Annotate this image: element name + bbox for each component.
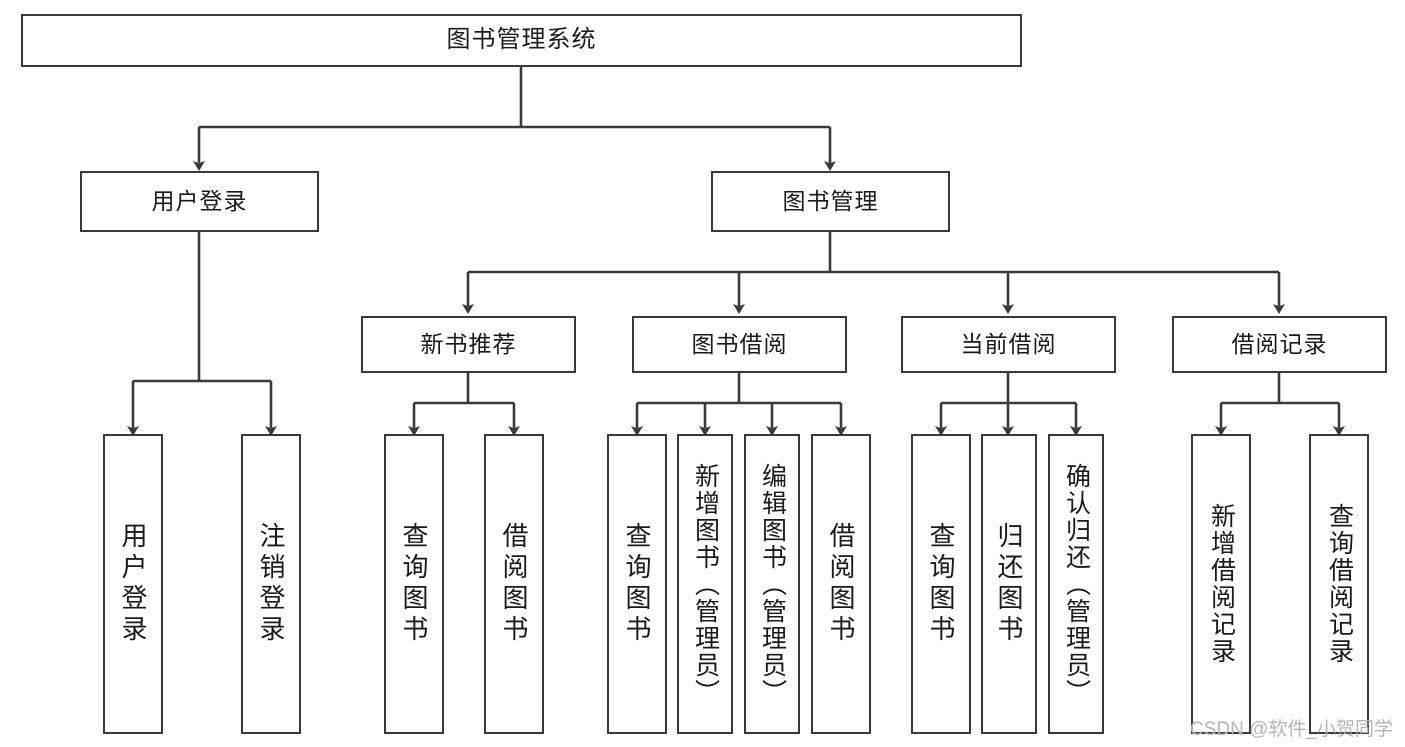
node-leaf-confirm-return-admin[interactable]: 确认归还（管理员） [1048,434,1104,734]
node-label: 编辑图书（管理员） [758,462,787,706]
node-leaf-return-book[interactable]: 归还图书 [981,434,1037,734]
node-borrowing-record[interactable]: 借阅记录 [1172,316,1387,373]
node-root-book-management-system[interactable]: 图书管理系统 [21,14,1022,67]
node-label: 借阅图书 [499,522,529,646]
node-user-login[interactable]: 用户登录 [80,171,319,232]
node-new-book-recommendation[interactable]: 新书推荐 [361,316,576,373]
csdn-watermark: CSDN @软件_小贺同学 [1190,719,1393,740]
node-leaf-query-book-rec[interactable]: 查询图书 [384,434,444,734]
node-leaf-borrow-book-rec[interactable]: 借阅图书 [484,434,544,734]
node-book-borrowing[interactable]: 图书借阅 [632,316,847,373]
node-label: 确认归还（管理员） [1062,462,1091,706]
node-leaf-add-book-admin[interactable]: 新增图书（管理员） [677,434,733,734]
node-label: 新增借阅记录 [1207,503,1236,665]
node-label: 查询图书 [399,522,429,646]
node-label: 查询图书 [622,522,652,646]
node-label: 新书推荐 [420,330,517,357]
node-leaf-add-borrow-record[interactable]: 新增借阅记录 [1191,434,1251,734]
node-label: 注销登录 [256,522,286,646]
node-label: 图书管理系统 [446,26,597,54]
node-label: 借阅记录 [1231,330,1328,357]
node-book-management[interactable]: 图书管理 [711,171,950,232]
node-label: 图书管理 [782,187,879,214]
node-leaf-edit-book-admin[interactable]: 编辑图书（管理员） [744,434,800,734]
node-label: 新增图书（管理员） [691,462,720,706]
node-leaf-user-login[interactable]: 用户登录 [103,434,163,734]
node-current-borrowing[interactable]: 当前借阅 [901,316,1116,373]
node-label: 查询借阅记录 [1325,503,1354,665]
node-leaf-logout[interactable]: 注销登录 [241,434,301,734]
node-label: 查询图书 [926,522,956,646]
node-label: 借阅图书 [826,522,856,646]
node-leaf-query-book-current[interactable]: 查询图书 [911,434,971,734]
node-label: 图书借阅 [691,330,788,357]
node-leaf-query-borrow-record[interactable]: 查询借阅记录 [1309,434,1369,734]
node-label: 用户登录 [118,522,148,646]
node-label: 归还图书 [994,522,1024,646]
node-leaf-query-book-borrow[interactable]: 查询图书 [607,434,667,734]
node-leaf-borrow-book[interactable]: 借阅图书 [811,434,871,734]
node-label: 用户登录 [151,187,248,214]
node-label: 当前借阅 [960,330,1057,357]
